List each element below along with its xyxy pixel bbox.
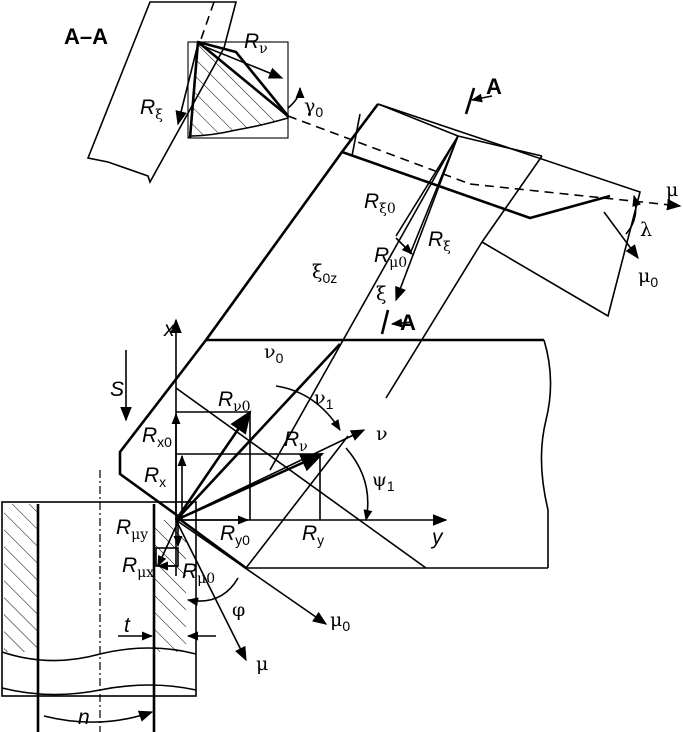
label-r-mu0: Rμ0 bbox=[182, 560, 215, 587]
label-xi0z: ξ0z bbox=[312, 261, 337, 286]
workpiece-left-hatch bbox=[4, 504, 38, 652]
label-nu0: ν0 bbox=[264, 341, 284, 366]
section-shank-outline bbox=[86, 1, 238, 184]
tool-main-diagonal bbox=[175, 387, 427, 569]
section-aa: A–A Rν Rξ γ0 bbox=[64, 1, 471, 185]
label-s: S bbox=[110, 378, 124, 401]
section-title: A–A bbox=[64, 24, 108, 49]
tool-body-right-edge bbox=[385, 241, 483, 399]
label-nu1: ν1 bbox=[314, 387, 334, 412]
phi-arc bbox=[186, 577, 239, 607]
label-r-nu: Rν bbox=[284, 428, 308, 455]
section-flank-edge bbox=[188, 41, 200, 139]
mu-axis-dash bbox=[469, 183, 682, 211]
workpiece: Rμy Rμx Rμ0 φ μ0 μ t n bbox=[1, 470, 350, 732]
section-marker-bottom-tick bbox=[380, 309, 390, 335]
label-r-nu-section: Rν bbox=[244, 30, 268, 57]
label-lambda: λ bbox=[640, 219, 652, 241]
label-xi: ξ bbox=[376, 283, 386, 305]
section-r-nu-arrow bbox=[197, 43, 284, 79]
rotation-arc bbox=[43, 710, 154, 723]
section-marker-bottom-arrow bbox=[390, 318, 413, 328]
section-marker-bottom-label: A bbox=[400, 310, 416, 335]
psi1-arc bbox=[345, 447, 373, 522]
label-mu0-bottom: μ0 bbox=[330, 609, 350, 634]
section-detail-frame bbox=[187, 41, 289, 139]
r-nu-projection bbox=[176, 453, 321, 520]
workpiece-cut-bottom bbox=[1, 684, 197, 696]
label-n: n bbox=[78, 706, 90, 729]
section-rake-edge bbox=[197, 40, 289, 118]
section-wedge bbox=[189, 40, 289, 137]
label-r-y0: Ry0 bbox=[220, 522, 250, 548]
label-r-x: Rx bbox=[144, 464, 166, 490]
r-nu-arrow bbox=[175, 452, 325, 522]
section-dash-line bbox=[199, 1, 215, 43]
tool-top-view: A A Rξ0 Rμ0 Rξ ξ0z ξ μ λ μ0 bbox=[204, 74, 682, 471]
section-marker-top-label: A bbox=[486, 74, 502, 99]
label-r-xi: Rξ bbox=[428, 228, 451, 255]
tool-body-main: x y S ν0 ν1 ν ψ1 Rν0 Rν Rx0 Rx Ry0 Ry bbox=[110, 318, 552, 576]
label-r-xi0: Rξ0 bbox=[364, 190, 396, 217]
lambda-arc bbox=[625, 194, 641, 235]
label-r-x0: Rx0 bbox=[142, 424, 172, 450]
label-y: y bbox=[430, 526, 444, 549]
label-r-xi-section: Rξ bbox=[140, 96, 163, 123]
r-nu0-projection bbox=[176, 411, 251, 520]
tool-r-mu0-arrow bbox=[395, 237, 413, 255]
section-top-edge bbox=[197, 40, 290, 117]
label-phi: φ bbox=[232, 599, 245, 621]
label-t: t bbox=[124, 614, 131, 637]
mu-bottom-arrow bbox=[175, 519, 247, 662]
label-r-mux: Rμx bbox=[122, 554, 154, 581]
nu0-line bbox=[177, 343, 341, 519]
tool-body-center-line bbox=[269, 135, 459, 471]
mu0-bottom-arrow bbox=[175, 519, 328, 625]
label-gamma0: γ0 bbox=[304, 95, 323, 120]
tool-rake-face bbox=[339, 103, 611, 220]
workpiece-cut-top bbox=[1, 647, 197, 662]
tool-xi-arrow bbox=[395, 135, 459, 302]
label-psi1: ψ1 bbox=[372, 469, 395, 494]
section-marker-top-tick bbox=[464, 87, 476, 115]
r-mu0-arrow bbox=[157, 521, 179, 568]
tool-nose-top bbox=[178, 339, 208, 375]
label-x: x bbox=[163, 318, 176, 341]
nu1-arc bbox=[275, 385, 341, 431]
label-r-nu0: Rν0 bbox=[218, 388, 251, 415]
label-mu0-right: μ0 bbox=[638, 265, 658, 290]
label-r-muy: Rμy bbox=[116, 516, 148, 543]
label-nu: ν bbox=[376, 423, 388, 445]
tool-body-left-edge bbox=[204, 151, 344, 341]
tool-nose-outline bbox=[118, 373, 182, 518]
tool-lower-diagonal bbox=[245, 435, 349, 569]
tool-break-line bbox=[540, 339, 552, 568]
label-r-mu0-top: Rμ0 bbox=[374, 244, 407, 271]
section-marker-top-arrow bbox=[470, 93, 493, 103]
tool-inner-edge bbox=[351, 113, 361, 157]
mu0-right-arrow bbox=[603, 211, 639, 260]
tool-minor-edge bbox=[177, 516, 247, 570]
section-gamma0-arc bbox=[287, 86, 305, 109]
tool-rear-edge bbox=[481, 155, 543, 243]
label-mu-top: μ bbox=[666, 179, 678, 201]
label-r-y: Ry bbox=[302, 522, 324, 548]
label-mu-bottom: μ bbox=[256, 653, 268, 675]
tool-force-line-1 bbox=[395, 135, 459, 237]
section-extension-dash bbox=[287, 115, 471, 185]
section-r-xi-arrow bbox=[175, 43, 199, 126]
